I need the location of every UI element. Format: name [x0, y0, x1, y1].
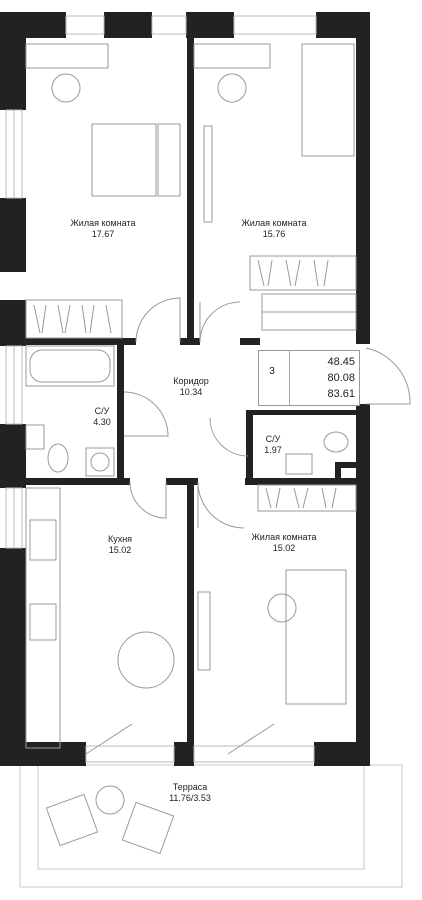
- room-label-living1: Жилая комната 17.67: [70, 218, 135, 240]
- room-name: Жилая комната: [70, 218, 136, 228]
- furniture: [25, 43, 357, 855]
- terrace-area: [19, 764, 403, 888]
- room-label-living2: Жилая комната 15.76: [241, 218, 306, 240]
- room-name: Коридор: [173, 376, 209, 386]
- room-area: 11.76/3.53: [169, 793, 211, 803]
- room-label-living3: Жилая комната 15.02: [251, 532, 316, 554]
- room-area: 15.02: [272, 543, 296, 553]
- interior-walls: [26, 38, 356, 742]
- room-area: 15.76: [262, 229, 286, 239]
- apartment-summary: 3 48.45 80.08 83.61: [258, 350, 360, 406]
- room-area: 15.02: [108, 545, 132, 555]
- room-name: Кухня: [107, 534, 133, 544]
- room-name: Жилая комната: [251, 532, 317, 542]
- room-area: 1.97: [264, 445, 282, 455]
- room-label-terrace: Терраса 11.76/3.53: [169, 782, 211, 804]
- room-area: 17.67: [91, 229, 115, 239]
- room-name: Терраса: [172, 782, 208, 792]
- room-name: С/У: [94, 406, 110, 416]
- room-label-corridor: Коридор 10.34: [173, 376, 209, 398]
- doors: [85, 297, 411, 755]
- living-area-value: 48.45: [327, 356, 355, 368]
- room-label-bath2: С/У 1.97: [264, 434, 282, 456]
- room-area: 10.34: [179, 387, 203, 397]
- exterior-walls: [0, 12, 370, 766]
- total-area-value: 80.08: [327, 372, 355, 384]
- room-label-bath1: С/У 4.30: [93, 406, 111, 428]
- room-name: С/У: [265, 434, 281, 444]
- summary-areas: 48.45 80.08 83.61: [327, 354, 355, 402]
- room-count: 3: [269, 366, 275, 377]
- room-area: 4.30: [93, 417, 111, 427]
- total-with-terrace-value: 83.61: [327, 388, 355, 400]
- summary-divider: [289, 351, 290, 405]
- room-label-kitchen: Кухня 15.02: [108, 534, 132, 556]
- room-name: Жилая комната: [241, 218, 307, 228]
